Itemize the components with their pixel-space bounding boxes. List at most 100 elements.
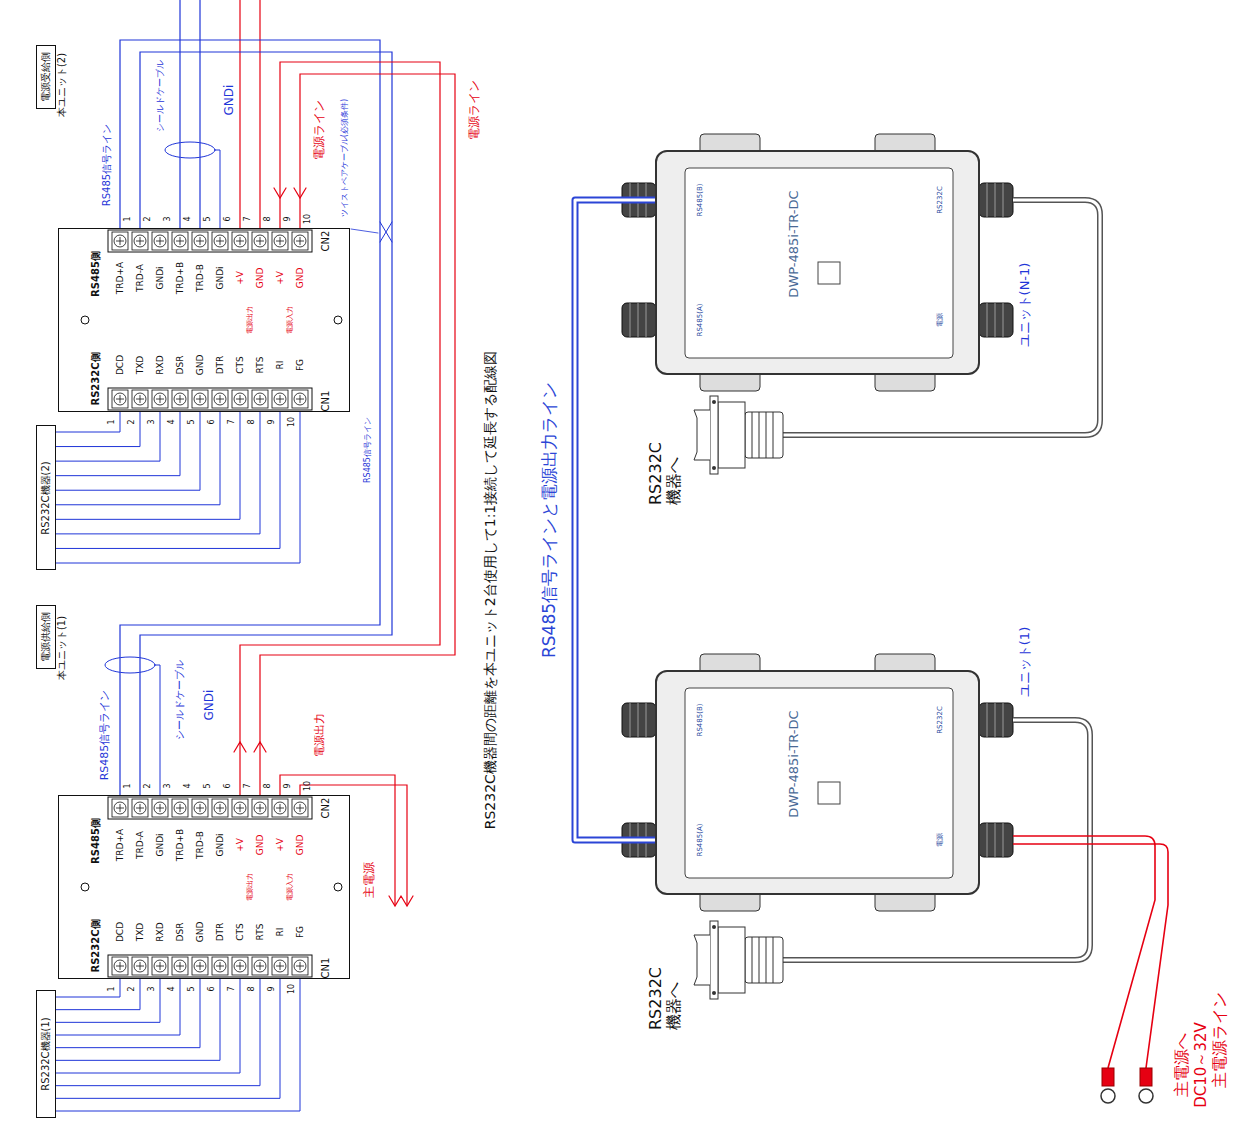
pin-number: 7 xyxy=(227,986,236,991)
terminal-screw xyxy=(294,393,306,405)
signal-name: TRD-A xyxy=(135,264,145,292)
shield-symbol xyxy=(165,142,215,158)
pin-number: 5 xyxy=(203,216,212,221)
pin-number: 8 xyxy=(247,986,256,991)
terminal-screw xyxy=(114,960,126,972)
signal-name: GND xyxy=(255,268,265,289)
boot-ridges xyxy=(752,412,773,458)
line-label: 電源出力 xyxy=(314,713,327,757)
db9-connector xyxy=(694,396,783,474)
pin-number: 1 xyxy=(107,986,116,991)
terminal-screw xyxy=(274,960,286,972)
screw-slot xyxy=(136,804,144,812)
signal-name: +V xyxy=(275,271,285,285)
screw-slot xyxy=(296,237,304,245)
terminal-screw xyxy=(174,802,186,814)
db9-connector xyxy=(694,921,783,999)
terminal-board: RS485側RS232C側CN2CN1 xyxy=(58,228,350,412)
converter-illustration xyxy=(622,134,1013,391)
rs232c-cable xyxy=(782,720,1090,960)
terminal-seat xyxy=(252,390,268,408)
pin-number: 7 xyxy=(243,216,252,221)
rs232c-wire xyxy=(56,412,120,432)
power-label: 主電源ライン xyxy=(1211,992,1229,1088)
terminal-seat xyxy=(252,957,268,975)
screw-slot xyxy=(156,962,164,970)
terminal-screw xyxy=(234,960,246,972)
pin-number: 5 xyxy=(187,419,196,424)
terminal-screw xyxy=(214,235,226,247)
terminal-screw xyxy=(194,235,206,247)
unit-name: ユニット(1) xyxy=(1018,627,1033,697)
screw-slot xyxy=(216,962,224,970)
connector-label: RS232C 機器へ xyxy=(647,960,684,1030)
terminal-seat xyxy=(112,799,128,817)
rs232c-wire xyxy=(56,412,220,505)
rs232c-wire xyxy=(56,979,300,1111)
terminal-strip xyxy=(108,230,312,252)
terminal-seat xyxy=(232,957,248,975)
mounting-hole xyxy=(81,883,89,891)
terminal-seat xyxy=(152,232,168,250)
screw-slot xyxy=(296,804,304,812)
rs232c-device-box: RS232C機器(2) xyxy=(36,425,56,570)
panel-mark xyxy=(818,262,840,284)
rs232c-wire xyxy=(56,979,260,1086)
unit-name: 本ユニット(2) xyxy=(56,53,68,117)
pin-number: 4 xyxy=(183,216,192,221)
cable-label: シールドケーブル xyxy=(174,660,186,740)
cable-core xyxy=(575,200,655,840)
screw-slot xyxy=(116,395,124,403)
screw-slot xyxy=(216,395,224,403)
pin-number: 2 xyxy=(127,986,136,991)
screw-slot xyxy=(276,804,284,812)
cable-gland xyxy=(979,303,1013,337)
signal-name: DCD xyxy=(115,922,125,942)
node-label: RS232C機器(2) xyxy=(40,461,52,535)
pin-number: 2 xyxy=(127,419,136,424)
pin-number: 5 xyxy=(187,986,196,991)
terminal-board: RS485側RS232C側CN2CN1 xyxy=(58,795,350,979)
terminal-strip xyxy=(108,388,312,410)
terminal-screw xyxy=(114,235,126,247)
screw-slot xyxy=(156,395,164,403)
terminal-seat xyxy=(112,957,128,975)
twist-mark xyxy=(380,222,392,242)
wire-bundle xyxy=(56,412,300,563)
terminal-screw xyxy=(254,393,266,405)
line-label: RS485信号ライン xyxy=(363,417,372,483)
cable-gland xyxy=(979,183,1013,217)
pin-number: 8 xyxy=(247,419,256,424)
power-note: 電源入力 xyxy=(286,873,294,901)
pin-number: 6 xyxy=(223,216,232,221)
pin-number: 9 xyxy=(267,986,276,991)
caption: RS232C機器間の距離を本ユニット2台使用して1:1接続して延長する配線図 xyxy=(482,351,498,830)
power-through-wire xyxy=(240,0,260,228)
pin-number: 9 xyxy=(283,783,292,788)
line-label: RS485信号ライン xyxy=(99,690,112,781)
terminal-screw xyxy=(274,393,286,405)
power-arrow xyxy=(389,896,413,906)
ground-label: GNDi xyxy=(203,690,217,721)
signal-name: GND xyxy=(195,355,205,376)
pin-number: 9 xyxy=(267,419,276,424)
signal-name: FG xyxy=(295,359,305,371)
terminal-seat xyxy=(112,390,128,408)
port-label: RS485(A) xyxy=(696,824,704,857)
terminal-screw xyxy=(254,235,266,247)
terminal-seat xyxy=(252,799,268,817)
crimp-terminal xyxy=(1102,1068,1114,1086)
terminal-seat xyxy=(272,232,288,250)
signal-name: TXD xyxy=(135,356,145,375)
rs232c-wire xyxy=(56,412,200,490)
rs232c-wire xyxy=(56,979,120,997)
screw-slot xyxy=(136,395,144,403)
screw-slot xyxy=(196,804,204,812)
signal-name: GNDi xyxy=(155,266,165,289)
pin-number: 3 xyxy=(163,216,172,221)
terminal-strip xyxy=(108,797,312,819)
power-wire xyxy=(260,74,455,795)
signal-name: GNDi xyxy=(155,833,165,856)
rs232c-wire xyxy=(56,979,240,1073)
leader-line xyxy=(351,229,378,233)
